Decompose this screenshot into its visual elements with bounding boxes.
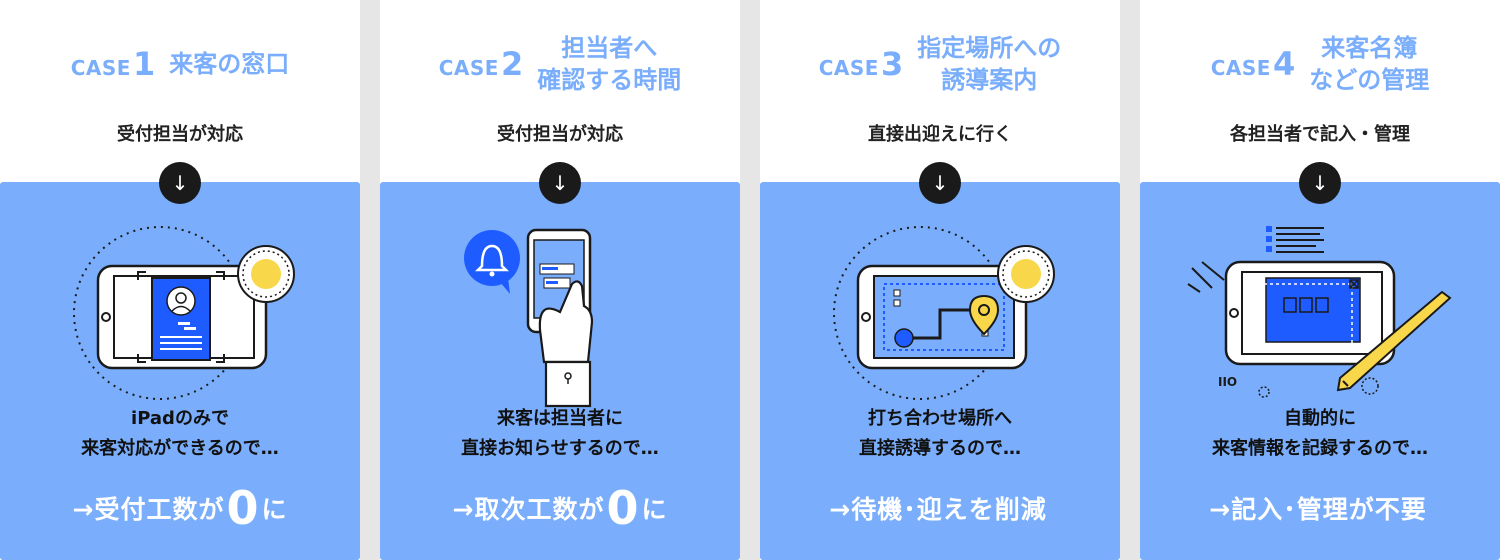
case-number: 1 — [132, 45, 156, 83]
result-prefix: →受付工数が — [72, 495, 225, 524]
case-title: 来客名簿 などの管理 — [1309, 34, 1430, 94]
case-result: →待機･迎えを削減 — [760, 480, 1120, 536]
case-title: 来客の窓口 — [169, 50, 290, 78]
case-word: CASE — [438, 56, 499, 80]
case-panel: 来客は担当者に 直接お知らせするので… →取次工数が 0 に — [380, 182, 740, 560]
arrow-down-icon: ↓ — [539, 162, 581, 204]
result-suffix: に — [261, 495, 288, 524]
result-prefix: →記入･管理が不要 — [1209, 495, 1427, 524]
arrow-down-icon: ↓ — [159, 162, 201, 204]
case-word: CASE — [1210, 56, 1271, 80]
case-header: CASE 1 来客の窓口 — [0, 28, 360, 100]
case-header: CASE 2 担当者へ 確認する時間 — [380, 28, 740, 100]
case-result: →記入･管理が不要 — [1140, 480, 1500, 536]
case-header: CASE 3 指定場所への 誘導案内 — [760, 28, 1120, 100]
case-panel: IIO 自動的に 来客情報を記録するので… →記入･管理が不要 — [1140, 182, 1500, 560]
case-subtitle: 受付担当が対応 — [497, 124, 623, 145]
result-big-number: 0 — [606, 481, 640, 535]
smartphone-notification-illustration — [464, 228, 594, 408]
tablet-reception-illustration — [73, 226, 295, 400]
case-word: CASE — [818, 56, 879, 80]
case-tag: CASE 1 — [71, 45, 156, 83]
case-subtitle: 各担当者で記入・管理 — [1230, 124, 1410, 145]
arrow-down-icon: ↓ — [919, 162, 961, 204]
arrow-down-icon: ↓ — [1299, 162, 1341, 204]
case-subtitle: 受付担当が対応 — [117, 124, 243, 145]
case-description: iPadのみで 来客対応ができるので… — [81, 408, 279, 459]
case-result: →取次工数が 0 に — [380, 480, 740, 536]
case-title: 担当者へ 確認する時間 — [537, 34, 682, 94]
case-panel: 打ち合わせ場所へ 直接誘導するので… →待機･迎えを削減 — [760, 182, 1120, 560]
result-big-number: 0 — [226, 481, 260, 535]
tablet-map-illustration — [833, 226, 1055, 400]
case-word: CASE — [70, 56, 131, 80]
case-result: →受付工数が 0 に — [0, 480, 360, 536]
case-tag: CASE 4 — [1211, 45, 1296, 83]
case-tag: CASE 2 — [439, 45, 524, 83]
case-card-2: CASE 2 担当者へ 確認する時間 受付担当が対応 ↓ 来客は担当者に 直接お… — [380, 0, 740, 560]
tablet-record-illustration: IIO — [1187, 226, 1452, 398]
case-description: 来客は担当者に 直接お知らせするので… — [461, 408, 659, 459]
result-prefix: →待機･迎えを削減 — [829, 495, 1047, 524]
case-description: 自動的に 来客情報を記録するので… — [1212, 408, 1428, 459]
case-number: 2 — [500, 45, 524, 83]
result-suffix: に — [641, 495, 668, 524]
case-subtitle: 直接出迎えに行く — [868, 124, 1012, 145]
illus-label: IIO — [1218, 375, 1237, 389]
case-card-3: CASE 3 指定場所への 誘導案内 直接出迎えに行く ↓ 打ち合わせ場所へ 直… — [760, 0, 1120, 560]
case-panel: iPadのみで 来客対応ができるので… →受付工数が 0 に — [0, 182, 360, 560]
case-number: 4 — [1272, 45, 1296, 83]
case-header: CASE 4 来客名簿 などの管理 — [1140, 28, 1500, 100]
case-description: 打ち合わせ場所へ 直接誘導するので… — [859, 408, 1021, 459]
case-tag: CASE 3 — [819, 45, 904, 83]
result-prefix: →取次工数が — [452, 495, 605, 524]
case-title: 指定場所への 誘導案内 — [917, 34, 1062, 94]
case-number: 3 — [880, 45, 904, 83]
case-card-4: CASE 4 来客名簿 などの管理 各担当者で記入・管理 ↓ — [1140, 0, 1500, 560]
case-card-1: CASE 1 来客の窓口 受付担当が対応 ↓ iPadのみで 来客対応ができるの… — [0, 0, 360, 560]
